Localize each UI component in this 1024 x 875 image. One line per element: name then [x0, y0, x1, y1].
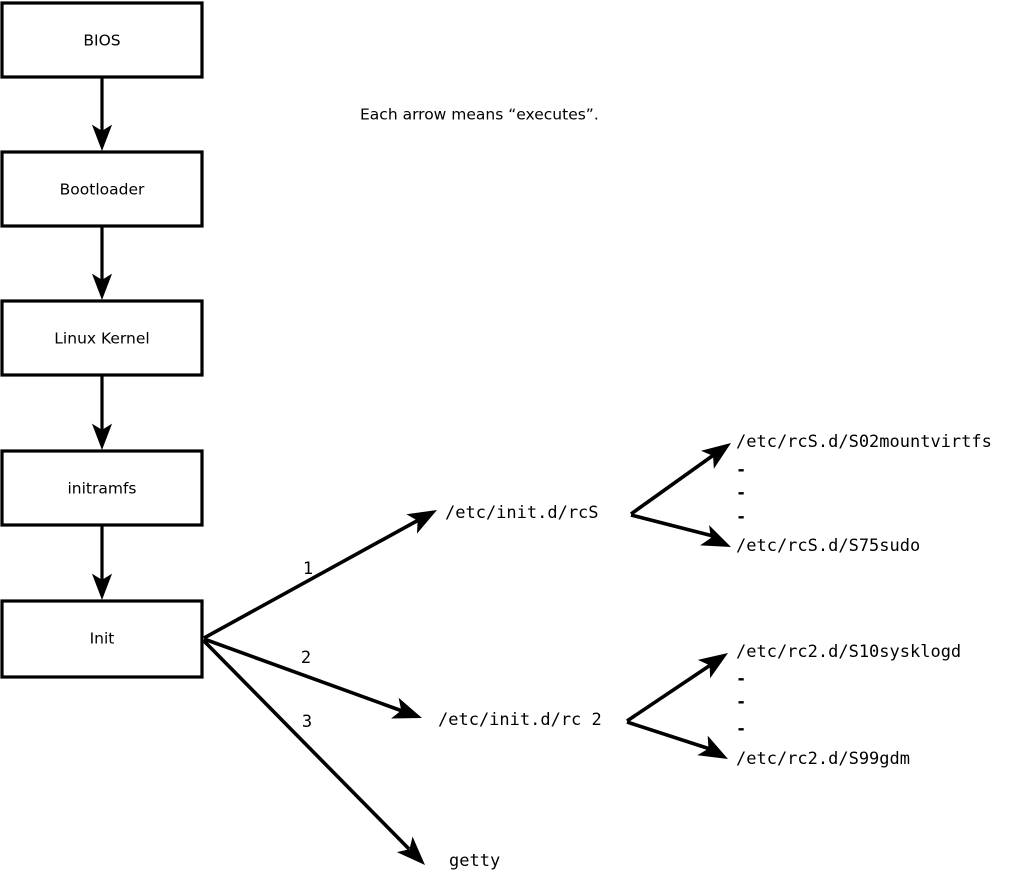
arrow-rcs-to-first-script [629, 434, 738, 516]
box-initramfs-label: initramfs [67, 480, 136, 498]
arrow-kernel-to-initramfs [91, 375, 113, 450]
edge-number-2: 2 [301, 648, 311, 668]
leaf-label-rcs-first: /etc/rcS.d/S02mountvirtfs [736, 432, 992, 452]
ellipsis-mark-rcs-1: - [736, 460, 746, 480]
box-bios: BIOS [0, 1, 204, 79]
ellipsis-mark-rc2-2: - [736, 692, 746, 712]
edge-number-1: 1 [303, 559, 313, 579]
arrow-init-to-rcs: 1 [203, 500, 443, 640]
arrow-rcs-to-last-script [630, 513, 736, 558]
arrow-bootloader-to-kernel [91, 226, 113, 300]
arrowhead [391, 697, 426, 729]
arrow-initramfs-to-init [91, 525, 113, 600]
box-initramfs-rect [0, 449, 204, 527]
arrowhead [697, 643, 735, 679]
arrowhead [700, 525, 736, 558]
box-bios-label: BIOS [83, 32, 120, 50]
node-label-rc2: /etc/init.d/rc 2 [438, 710, 602, 730]
node-label-getty: getty [449, 851, 500, 871]
leaf-label-rc2-first: /etc/rc2.d/S10sysklogd [736, 642, 961, 662]
leaf-label-rc2-last: /etc/rc2.d/S99gdm [736, 749, 910, 769]
ellipsis-mark-rc2-3: - [736, 719, 746, 739]
box-bios-rect [0, 1, 204, 79]
edge-number-3: 3 [302, 712, 312, 732]
leaf-label-rcs-last: /etc/rcS.d/S75sudo [736, 536, 920, 556]
node-label-rcs: /etc/init.d/rcS [445, 503, 599, 523]
arrow-rc2-to-last-script [626, 720, 734, 769]
ellipsis-mark-rcs-3: - [736, 507, 746, 527]
arrowhead [406, 500, 443, 534]
box-initramfs: initramfs [0, 449, 204, 527]
box-init-label: Init [90, 630, 115, 648]
ellipsis-mark-rcs-2: - [736, 483, 746, 503]
box-bootloader: Bootloader [0, 150, 204, 228]
box-init: Init [0, 599, 204, 679]
arrow-init-to-getty: 3 [202, 639, 433, 873]
box-init-rect [0, 599, 204, 679]
diagram-caption: Each arrow means “executes”. [360, 106, 599, 124]
box-bootloader-label: Bootloader [60, 181, 145, 199]
arrow-init-to-rc2: 2 [203, 637, 426, 729]
ellipsis-mark-rc2-1: - [736, 669, 746, 689]
arrowhead [697, 735, 734, 769]
box-bootloader-rect [0, 150, 204, 228]
arrow-bios-to-bootloader [91, 77, 113, 151]
arrow-rc2-to-first-script [625, 643, 735, 723]
box-linux-kernel: Linux Kernel [0, 299, 204, 377]
box-linux-kernel-label: Linux Kernel [54, 330, 149, 348]
arrowhead [701, 434, 738, 469]
